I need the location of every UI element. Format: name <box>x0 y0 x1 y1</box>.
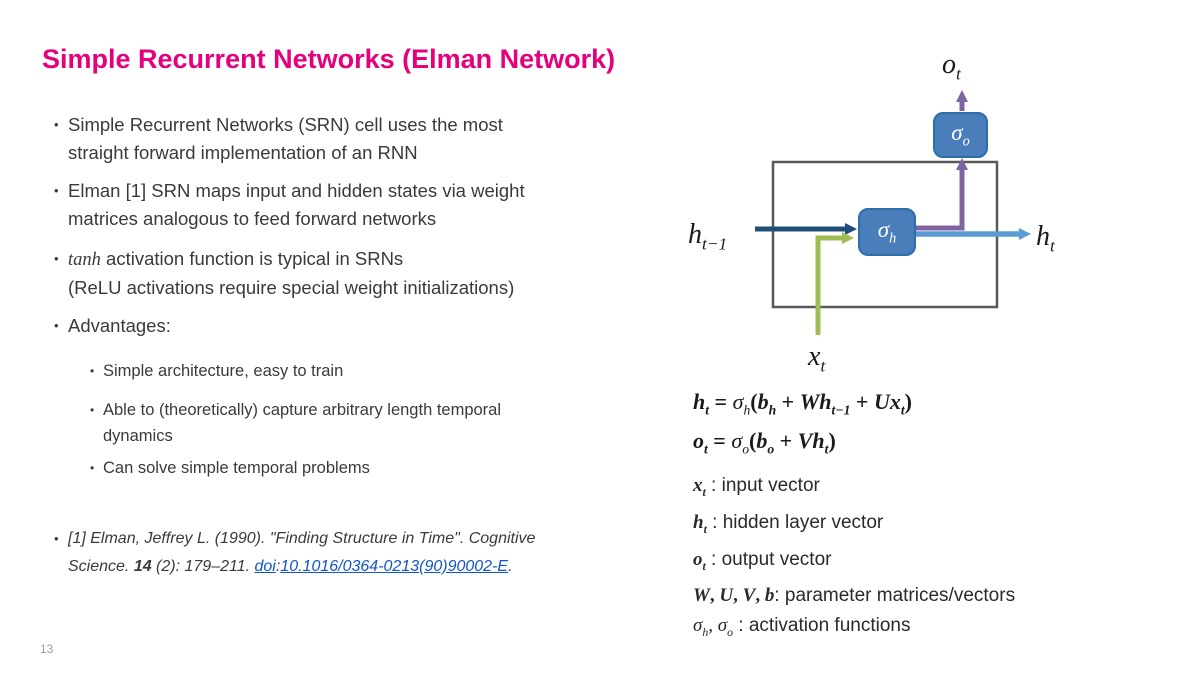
label-h-t-minus-1: ht−1 <box>688 219 728 254</box>
equation-hidden-state: ht = σh(bh + Wht−1 + Uxt) <box>693 389 912 418</box>
sub-bullet-temporal-dynamics: • Able to (theoretically) capture arbitra… <box>42 397 687 449</box>
citation-doi-link[interactable]: doi <box>254 558 276 575</box>
sub-bullet-architecture: • Simple architecture, easy to train <box>42 358 687 384</box>
citation-text: [1] Elman, Jeffrey L. (1990). "Finding S… <box>68 525 687 581</box>
citation-period: . <box>508 558 513 575</box>
bullet-dot: • <box>54 531 59 546</box>
rnn-equations: ht = σh(bh + Wht−1 + Uxt) ot = σo(bo + V… <box>693 386 912 465</box>
legend-item-output-vector: ot : output vector <box>693 548 832 573</box>
bullet-dot: • <box>90 403 95 417</box>
bullet-text: Simple Recurrent Networks (SRN) cell use… <box>68 114 503 163</box>
rnn-cell-diagram: σh σo ot ht−1 ht xt <box>680 40 1100 385</box>
equation-output: ot = σo(bo + Vht) <box>693 428 836 457</box>
label-o-t: ot <box>942 49 961 84</box>
citation-doi-url-link[interactable]: 10.1016/0364-0213(90)90002-E <box>280 558 509 575</box>
bullet-text: Simple architecture, easy to train <box>103 362 344 380</box>
citation-prefix: [1] Elman, Jeffrey L. (1990). "Finding S… <box>68 530 536 575</box>
sub-bullet-temporal-problems: • Can solve simple temporal problems <box>42 455 687 481</box>
legend-item-hidden-vector: ht : hidden layer vector <box>693 511 884 536</box>
citation-colon: : <box>275 558 281 575</box>
diagram-canvas <box>755 90 1031 335</box>
bullet-item-elman-maps: • Elman [1] SRN maps input and hidden sta… <box>42 177 687 233</box>
page-number: 13 <box>40 642 54 656</box>
bullet-text: Able to (theoretically) capture arbitrar… <box>103 401 502 445</box>
arrow-to-sigma-o <box>914 158 968 231</box>
bullet-dot: • <box>90 461 95 475</box>
legend-item-input-vector: xt : input vector <box>693 475 820 499</box>
citation-pages: (2): 179–211. <box>151 558 255 575</box>
arrow-x-input <box>815 232 854 335</box>
bullet-text: Advantages: <box>68 315 171 336</box>
label-h-t: ht <box>1036 221 1055 256</box>
sigma-h-box: σh <box>858 208 916 256</box>
variable-legend: xt : input vector ht : hidden layer vect… <box>693 471 1015 648</box>
bullet-dot: • <box>54 117 59 132</box>
bullet-text: Elman [1] SRN maps input and hidden stat… <box>68 180 525 229</box>
sigma-o-box: σo <box>933 112 988 158</box>
bullet-list: • Simple Recurrent Networks (SRN) cell us… <box>42 111 687 581</box>
bullet-item-srn-cell: • Simple Recurrent Networks (SRN) cell us… <box>42 111 687 167</box>
bullet-item-tanh: • tanh activation function is typical in … <box>42 245 687 302</box>
bullet-dot: • <box>54 183 59 198</box>
bullet-dot: • <box>54 251 59 266</box>
bullet-item-advantages: • Advantages: <box>42 312 687 340</box>
bullet-text: tanh activation function is typical in S… <box>68 248 515 298</box>
label-x-t: xt <box>808 341 826 376</box>
citation: • [1] Elman, Jeffrey L. (1990). "Finding … <box>42 525 687 581</box>
legend-item-activations: σh, σo : activation functions <box>693 615 911 640</box>
slide-title: Simple Recurrent Networks (Elman Network… <box>42 44 616 74</box>
bullet-text: Can solve simple temporal problems <box>103 459 370 477</box>
bullet-dot: • <box>90 364 95 378</box>
citation-volume: 14 <box>133 558 152 575</box>
bullet-dot: • <box>54 318 59 333</box>
legend-item-parameters: W, U, V, b: parameter matrices/vectors <box>693 585 1016 607</box>
